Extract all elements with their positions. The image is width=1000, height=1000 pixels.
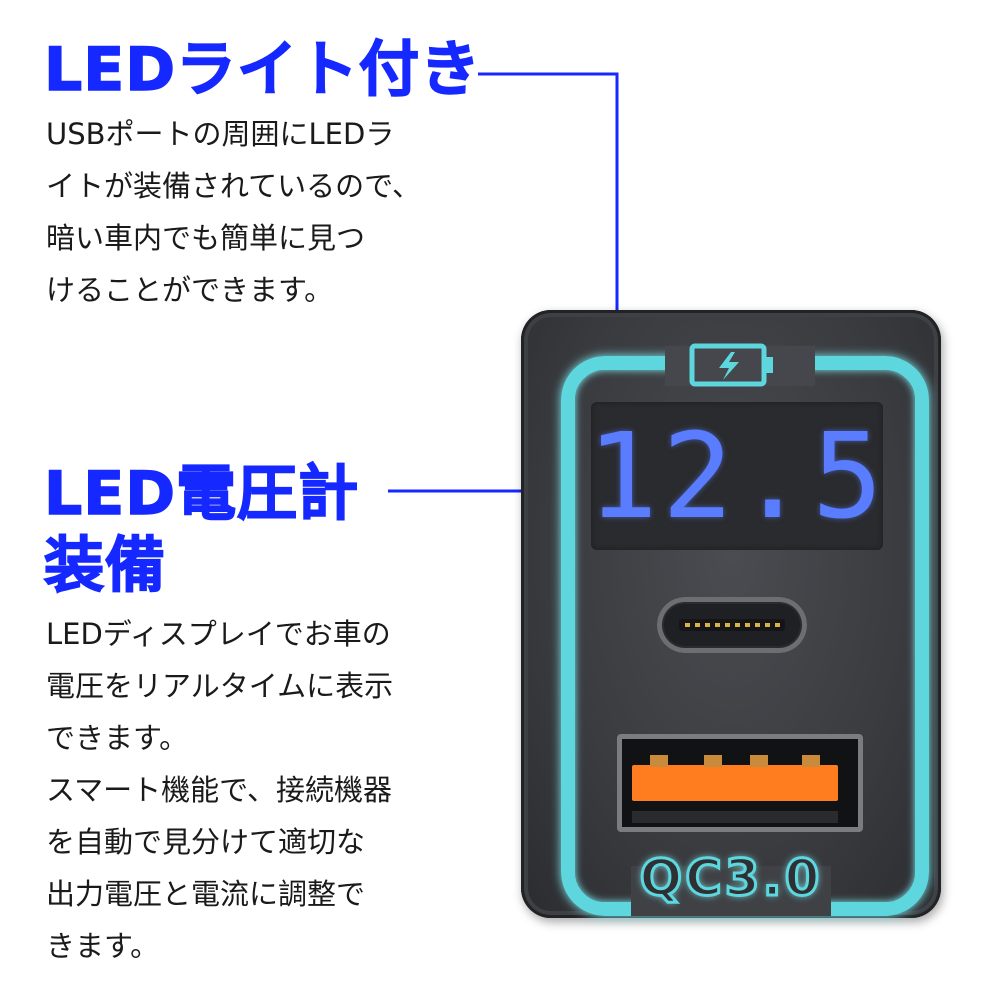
usb-a-pin bbox=[650, 755, 668, 767]
description-line: LEDディスプレイでお車の bbox=[46, 617, 391, 651]
voltmeter-description: LEDディスプレイでお車の 電圧をリアルタイムに表示 できます。 スマート機能で… bbox=[46, 608, 426, 972]
usb-a-lower-slot bbox=[632, 811, 838, 823]
description-line: できます。 bbox=[46, 721, 189, 755]
description-line: イトが装備されているので、 bbox=[46, 169, 421, 203]
usb-c-pin bbox=[685, 623, 690, 627]
usb-c-pin bbox=[735, 623, 740, 627]
voltmeter-heading: LED電圧計 bbox=[43, 458, 360, 530]
description-line: を自動で見分けて適切な bbox=[46, 825, 366, 859]
usb-c-pin bbox=[715, 623, 720, 627]
usb-a-pin bbox=[704, 755, 722, 767]
led-light-description: USBポートの周囲にLEDラ イトが装備されているので、 暗い車内でも簡単に見つ… bbox=[46, 108, 426, 316]
qc-label: QC3.0 bbox=[638, 848, 823, 909]
usb-c-pin bbox=[745, 623, 750, 627]
usb-c-pin bbox=[725, 623, 730, 627]
description-line: USBポートの周囲にLEDラ bbox=[46, 117, 395, 151]
usb-a-pin bbox=[802, 755, 820, 767]
description-line: 電圧をリアルタイムに表示 bbox=[46, 669, 394, 703]
voltage-display: 12.5 bbox=[586, 402, 888, 550]
ring-gap-bottom bbox=[631, 866, 831, 916]
usb-charger-device: 12.5 QC3.0 bbox=[521, 310, 941, 918]
usb-c-pin bbox=[755, 623, 760, 627]
voltmeter-heading-line2: 装備 bbox=[43, 530, 166, 602]
usb-c-pin bbox=[705, 623, 710, 627]
led-light-heading: LEDライト付き bbox=[43, 34, 482, 106]
description-line: 出力電圧と電流に調整で bbox=[46, 877, 366, 911]
usb-c-pin bbox=[765, 623, 770, 627]
usb-a-port bbox=[617, 734, 863, 832]
description-line: スマート機能で、接続機器 bbox=[46, 773, 392, 807]
usb-c-port bbox=[657, 597, 807, 653]
usb-c-pin bbox=[695, 623, 700, 627]
description-line: きます。 bbox=[46, 929, 160, 963]
usb-c-tongue bbox=[679, 619, 785, 631]
description-line: けることができます。 bbox=[46, 273, 334, 307]
battery-charging-icon bbox=[689, 343, 773, 387]
usb-a-pin bbox=[750, 755, 768, 767]
usb-c-pin bbox=[775, 623, 780, 627]
usb-a-tongue bbox=[632, 755, 838, 801]
voltage-value: 12.5 bbox=[586, 407, 888, 545]
callout-line-led-light bbox=[478, 72, 619, 362]
description-line: 暗い車内でも簡単に見つ bbox=[46, 221, 366, 255]
